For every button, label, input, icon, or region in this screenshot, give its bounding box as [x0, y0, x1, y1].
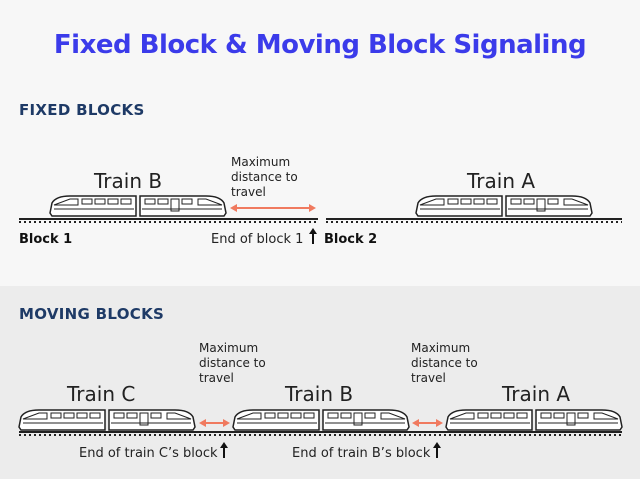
- fixed-max-distance-line3: travel: [231, 185, 266, 199]
- fixed-max-distance-line2: distance to: [231, 170, 298, 184]
- moving-blocks-heading: MOVING BLOCKS: [19, 305, 165, 323]
- moving-train-c-label: Train C: [67, 382, 136, 406]
- moving-max-distance-2-line3: travel: [411, 371, 446, 385]
- moving-blocks-section-bg: [0, 286, 640, 479]
- moving-max-distance-label-2: Maximum distance to travel: [411, 341, 478, 386]
- moving-track: [19, 431, 622, 436]
- fixed-max-distance-line1: Maximum: [231, 155, 291, 169]
- moving-max-distance-2-line1: Maximum: [411, 341, 471, 355]
- end-of-train-c-block-arrow-icon: [220, 442, 228, 458]
- moving-max-distance-arrow-2: [412, 419, 443, 427]
- moving-train-a-label: Train A: [502, 382, 571, 406]
- end-of-train-b-block-label: End of train B’s block: [292, 446, 431, 461]
- fixed-max-distance-arrow: [230, 204, 316, 212]
- fixed-train-a: [415, 195, 593, 217]
- page-title: Fixed Block & Moving Block Signaling: [53, 30, 587, 60]
- block-2-label: Block 2: [324, 232, 378, 247]
- moving-train-a: [445, 409, 623, 431]
- moving-max-distance-2-line2: distance to: [411, 356, 478, 370]
- moving-train-c: [18, 409, 196, 431]
- end-of-train-c-block-label: End of train C’s block: [79, 446, 218, 461]
- moving-train-b-label: Train B: [285, 382, 354, 406]
- fixed-max-distance-label: Maximum distance to travel: [231, 155, 298, 200]
- moving-max-distance-1-line2: distance to: [199, 356, 266, 370]
- fixed-train-a-label: Train A: [467, 169, 536, 193]
- fixed-blocks-heading: FIXED BLOCKS: [19, 101, 145, 119]
- end-of-train-b-block-arrow-icon: [433, 442, 441, 458]
- end-of-block-1-arrow-icon: [309, 228, 317, 244]
- fixed-track-block-2: [326, 218, 622, 223]
- moving-train-b: [232, 409, 410, 431]
- moving-max-distance-1-line3: travel: [199, 371, 234, 385]
- fixed-train-b-label: Train B: [94, 169, 163, 193]
- block-1-label: Block 1: [19, 232, 73, 247]
- moving-max-distance-arrow-1: [199, 419, 230, 427]
- moving-max-distance-1-line1: Maximum: [199, 341, 259, 355]
- moving-max-distance-label-1: Maximum distance to travel: [199, 341, 266, 386]
- fixed-train-b: [49, 195, 227, 217]
- end-of-block-1-label: End of block 1: [211, 232, 304, 247]
- fixed-track-block-1: [19, 218, 318, 223]
